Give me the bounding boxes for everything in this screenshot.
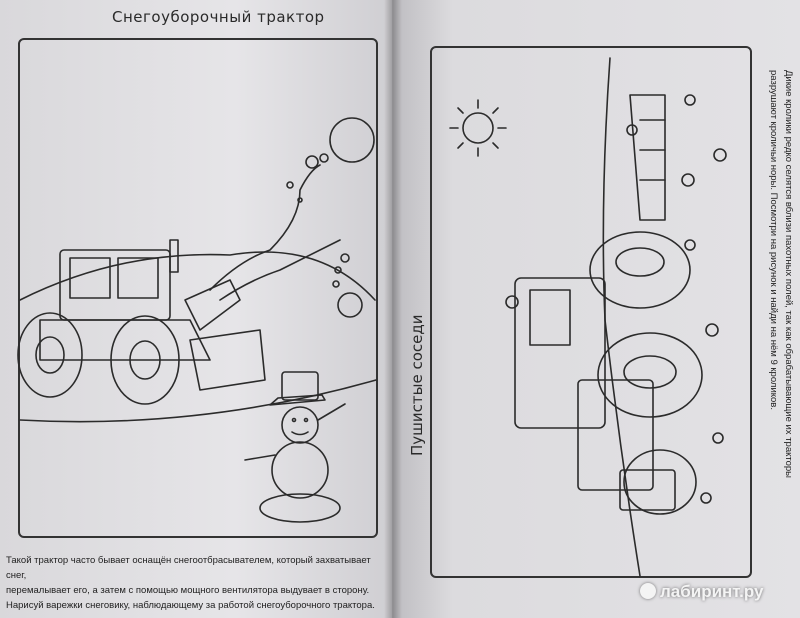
right-caption-line: Дикие кролики редко селятся вблизи пахот… bbox=[783, 70, 794, 479]
left-page-caption: Такой трактор часто бывает оснащён снего… bbox=[6, 553, 386, 613]
left-caption-line: Нарисуй варежки снеговику, наблюдающему … bbox=[6, 600, 375, 611]
book-spine-shadow bbox=[384, 0, 402, 618]
left-illustration-frame bbox=[18, 38, 378, 538]
right-page-caption: Дикие кролики редко селятся вблизи пахот… bbox=[766, 70, 796, 510]
left-page bbox=[0, 0, 393, 618]
right-caption-line: разрушают кроличьи норы. Посмотри на рис… bbox=[768, 70, 779, 410]
watermark-text: лабиринт.ру bbox=[660, 582, 764, 601]
left-caption-line: Такой трактор часто бывает оснащён снего… bbox=[6, 555, 371, 581]
left-caption-line: перемалывает его, а затем с помощью мощн… bbox=[6, 585, 370, 596]
labirint-logo-icon bbox=[640, 583, 656, 599]
right-illustration-frame bbox=[430, 46, 752, 578]
watermark: лабиринт.ру bbox=[640, 582, 763, 602]
left-page-title: Снегоуборочный трактор bbox=[112, 8, 325, 26]
right-page bbox=[392, 0, 800, 618]
